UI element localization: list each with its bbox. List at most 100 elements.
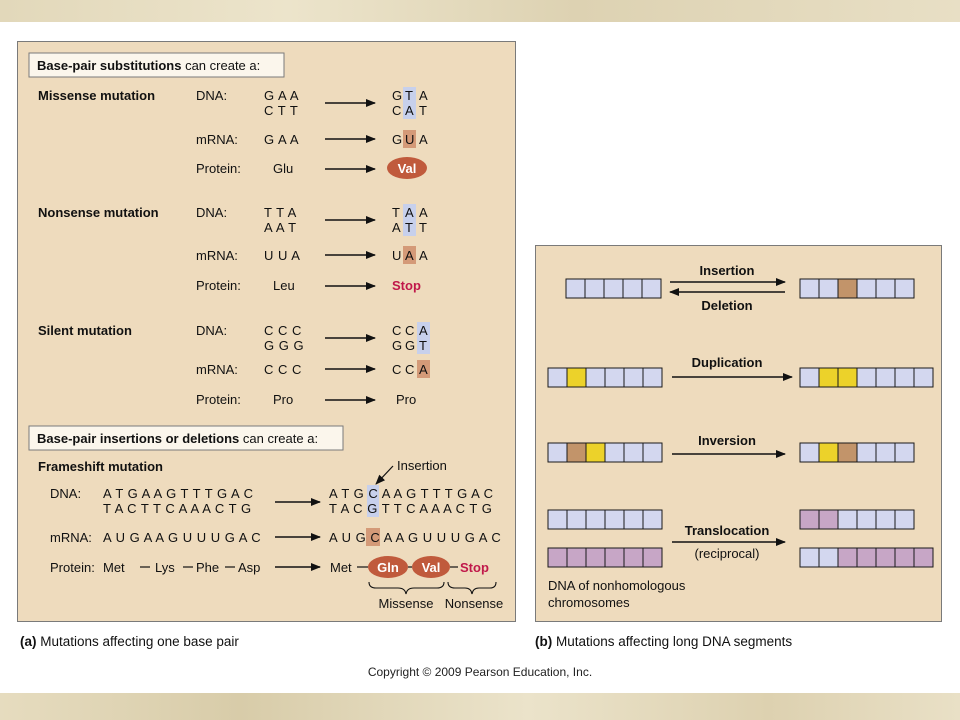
frameshift-mrna-highlight — [366, 528, 380, 546]
caption-a: (a) Mutations affecting one base pair — [20, 634, 239, 649]
frameshift-dna-top-before: A T G A A G T T T G A C — [103, 486, 254, 501]
silent-dna-top-after-1: C — [405, 323, 415, 338]
segment-cell — [622, 278, 643, 299]
nonsense-mrna-after-2: A — [419, 248, 428, 263]
missense-mrna-after-2: A — [419, 132, 428, 147]
frameshift-protein-after-met: Met — [330, 560, 352, 575]
silent-dna-bottom-after-0: G — [392, 338, 403, 353]
segment-cell — [566, 442, 587, 463]
segment-cell — [547, 547, 568, 568]
frameshift-dna-bottom-after: T A C G T T C A A A C T G — [329, 501, 492, 516]
insertion-callout-arrow — [375, 465, 394, 485]
frameshift-title: Frameshift mutation — [38, 459, 163, 474]
missense-dna-top-after-2: A — [419, 88, 428, 103]
caption-b: (b) Mutations affecting long DNA segment… — [535, 634, 792, 649]
segment-cell — [547, 509, 568, 530]
segment-cell — [547, 367, 568, 388]
segment-cell — [603, 278, 624, 299]
missense-dna-bottom-before: C T T — [264, 103, 298, 118]
silent-mrna-label: mRNA: — [196, 362, 238, 377]
silent-protein-after: Pro — [396, 392, 416, 407]
reciprocal-label: (reciprocal) — [694, 546, 759, 561]
segment-cell — [875, 367, 896, 388]
segment-cell — [856, 442, 877, 463]
segment-cell — [584, 278, 605, 299]
segment-cell — [837, 367, 858, 388]
missense-brace — [368, 581, 445, 595]
segment-cell — [875, 442, 896, 463]
missense-protein-before: Glu — [273, 161, 293, 176]
silent-dna-top-before: C C C — [264, 323, 302, 338]
val-oval-frameshift — [412, 556, 450, 578]
segment-cell — [894, 442, 915, 463]
segment-cell — [913, 367, 934, 388]
silent-protein-label: Protein: — [196, 392, 241, 407]
val-oval — [387, 157, 427, 179]
segment-cell — [894, 509, 915, 530]
silent-dna-label: DNA: — [196, 323, 227, 338]
frameshift-dna-bottom-before: T A C T T C A A A C T G — [103, 501, 252, 516]
segment-cell — [604, 367, 625, 388]
silent-dna-top-after-0: C — [392, 323, 402, 338]
nonsense-protein-before: Leu — [273, 278, 295, 293]
segment-cell — [818, 509, 839, 530]
segment-cell — [875, 547, 896, 568]
nonsense-dna-bottom-before: A A T — [264, 220, 297, 235]
frameshift-protein-before-phe: Phe — [196, 560, 219, 575]
segment-translocation-top-after — [799, 509, 915, 530]
segment-translocation-bottom-after — [799, 547, 934, 568]
segment-cell — [837, 547, 858, 568]
silent-mrna-highlight — [417, 360, 430, 378]
silent-dna-bottom-after-1: G — [405, 338, 416, 353]
segment-cell — [623, 547, 644, 568]
gln-oval — [368, 556, 408, 578]
segment-cell — [565, 278, 586, 299]
nonsense-title: Nonsense mutation — [38, 205, 159, 220]
insertions-header-box — [28, 425, 344, 451]
silent-protein-before: Pro — [273, 392, 293, 407]
nonsense-brace — [447, 581, 497, 595]
segment-cell — [894, 367, 915, 388]
segment-cell — [604, 442, 625, 463]
segment-rows — [547, 278, 934, 568]
segment-cell — [642, 509, 663, 530]
segment-cell — [875, 278, 896, 299]
segment-cell — [585, 367, 606, 388]
segment-insertion-after — [799, 278, 915, 299]
segment-insertion-before — [565, 278, 662, 299]
segment-cell — [818, 547, 839, 568]
nonsense-mrna-before: U U A — [264, 248, 300, 263]
segment-cell — [799, 367, 820, 388]
missense-mrna-label: mRNA: — [196, 132, 238, 147]
translocation-label: Translocation — [685, 523, 770, 538]
frameshift-dna-label: DNA: — [50, 486, 81, 501]
nonsense-bracket-label: Nonsense — [445, 596, 504, 611]
segment-translocation-top-before — [547, 509, 663, 530]
frameshift-mrna-label: mRNA: — [50, 530, 92, 545]
nonsense-protein-after: Stop — [392, 278, 421, 293]
silent-mrna-after-1: C — [405, 362, 415, 377]
nonsense-dna-highlight — [403, 204, 416, 236]
missense-mrna-after-1: U — [405, 132, 415, 147]
nonsense-mrna-after-1: A — [405, 248, 414, 263]
background-bottom-border — [0, 693, 960, 720]
nonsense-dna-label: DNA: — [196, 205, 227, 220]
segment-cell — [585, 509, 606, 530]
segment-cell — [566, 367, 587, 388]
frameshift-protein-after-gln: Gln — [377, 560, 399, 575]
missense-dna-top-after-0: G — [392, 88, 403, 103]
nonsense-mrna-label: mRNA: — [196, 248, 238, 263]
nonsense-mrna-highlight — [403, 246, 416, 264]
segment-cell — [837, 442, 858, 463]
segment-cell — [566, 509, 587, 530]
insertion-label: Insertion — [700, 263, 755, 278]
segment-cell — [856, 547, 877, 568]
segment-cell — [585, 547, 606, 568]
background-top-border — [0, 0, 960, 22]
nonsense-dna-top-after-2: A — [419, 205, 428, 220]
nonsense-dna-bottom-after-1: T — [405, 220, 413, 235]
frameshift-protein-after-val: Val — [422, 560, 441, 575]
substitutions-header-box — [28, 52, 285, 78]
frameshift-protein-before-met: Met — [103, 560, 125, 575]
segment-cell — [641, 278, 662, 299]
